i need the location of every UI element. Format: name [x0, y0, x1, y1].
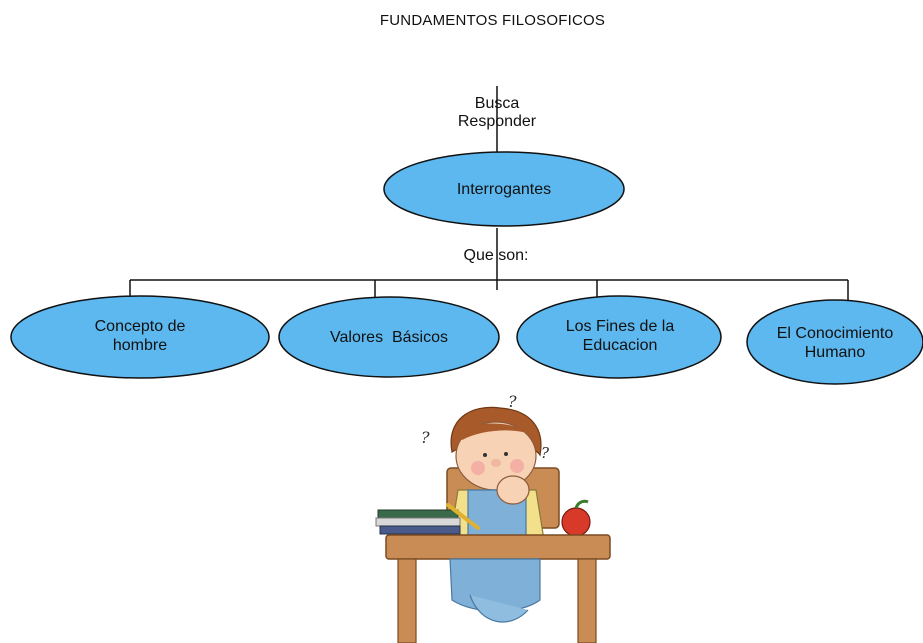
node-conocimiento-humano-line1: El Conocimiento: [776, 325, 894, 342]
node-valores-basicos-label: Valores Básicos: [289, 320, 489, 354]
question-mark-icon: ?: [421, 428, 430, 447]
node-valores-basicos: [278, 296, 500, 378]
node-conocimiento-humano-label: El Conocimiento Humano: [750, 320, 920, 366]
node-valores-basicos-line1: Valores Básicos: [330, 328, 448, 346]
connector-label-responder: Responder: [457, 113, 537, 130]
node-fines-educacion: [516, 295, 722, 379]
node-fines-educacion-line2: Educacion: [582, 337, 658, 354]
question-mark-icon: ?: [541, 444, 550, 462]
question-mark-icon: ?: [508, 392, 517, 411]
node-fines-educacion-label: Los Fines de la Educacion: [525, 313, 715, 359]
diagram-title: FUNDAMENTOS FILOSOFICOS: [379, 12, 606, 29]
node-concepto-hombre-line2: hombre: [112, 337, 168, 354]
node-conocimiento-humano-line2: Humano: [804, 344, 866, 361]
connector-label-top: Busca Responder: [457, 95, 537, 131]
node-concepto-hombre: [10, 295, 270, 379]
connector-label-busca: Busca: [474, 95, 520, 112]
connector-label-que-son: Que son:: [463, 247, 529, 264]
node-concepto-hombre-line1: Concepto de: [94, 318, 186, 335]
node-concepto-hombre-label: Concepto de hombre: [30, 313, 250, 359]
node-interrogantes: [383, 151, 625, 227]
node-conocimiento-humano: [746, 299, 923, 385]
node-interrogantes-label: Interrogantes: [456, 180, 552, 198]
boy-at-desk-illustration: ? ? ?: [375, 392, 611, 643]
node-fines-educacion-line1: Los Fines de la: [565, 318, 675, 335]
